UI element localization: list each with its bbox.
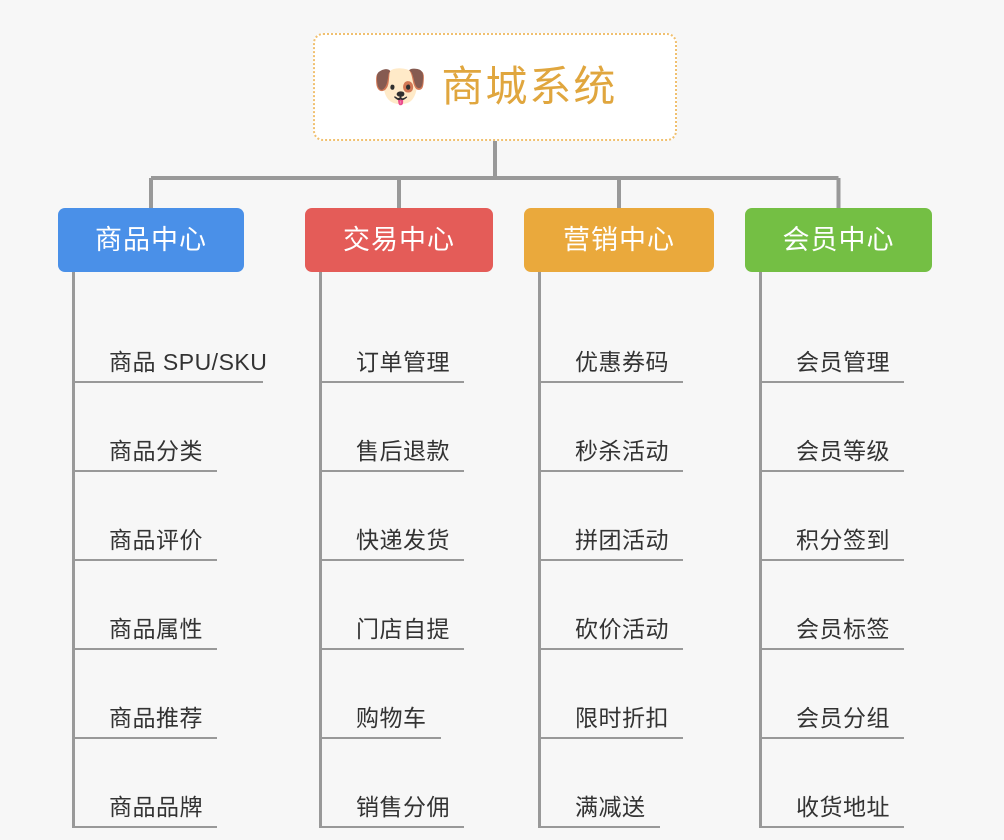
category-box-member-center[interactable]: 会员中心	[745, 208, 932, 272]
list-item[interactable]: 会员等级	[762, 383, 932, 472]
item-underline	[322, 648, 464, 650]
list-item[interactable]: 秒杀活动	[541, 383, 714, 472]
item-label: 会员标签	[796, 616, 890, 642]
item-underline	[322, 470, 464, 472]
list-item[interactable]: 商品推荐	[75, 650, 244, 739]
item-label: 商品推荐	[109, 705, 203, 731]
item-label: 拼团活动	[575, 527, 669, 553]
item-underline	[541, 470, 683, 472]
item-label: 售后退款	[356, 438, 450, 464]
category-box-marketing-center[interactable]: 营销中心	[524, 208, 714, 272]
list-item[interactable]: 购物车	[322, 650, 493, 739]
item-label: 购物车	[356, 705, 427, 731]
item-label: 门店自提	[356, 616, 450, 642]
item-label: 收货地址	[796, 794, 890, 820]
item-underline	[762, 737, 904, 739]
item-underline	[75, 826, 217, 828]
list-item[interactable]: 收货地址	[762, 739, 932, 828]
item-label: 快递发货	[356, 527, 450, 553]
list-item[interactable]: 积分签到	[762, 472, 932, 561]
item-underline	[75, 737, 217, 739]
category-box-product-center[interactable]: 商品中心	[58, 208, 244, 272]
item-label: 限时折扣	[575, 705, 669, 731]
category-box-trade-center[interactable]: 交易中心	[305, 208, 493, 272]
item-label: 秒杀活动	[575, 438, 669, 464]
item-label: 砍价活动	[575, 616, 669, 642]
item-label: 商品分类	[109, 438, 203, 464]
list-item[interactable]: 商品 SPU/SKU	[75, 294, 267, 383]
item-underline	[762, 381, 904, 383]
item-underline	[762, 559, 904, 561]
list-item[interactable]: 会员分组	[762, 650, 932, 739]
column-product-center: 商品中心商品 SPU/SKU 商品分类商品评价商品属性商品推荐商品品牌	[58, 208, 267, 828]
item-underline	[75, 648, 217, 650]
item-label: 积分签到	[796, 527, 890, 553]
item-label: 商品评价	[109, 527, 203, 553]
item-underline	[541, 381, 683, 383]
list-item[interactable]: 商品品牌	[75, 739, 244, 828]
list-item[interactable]: 快递发货	[322, 472, 493, 561]
list-item[interactable]: 商品分类	[75, 383, 244, 472]
item-underline	[322, 826, 464, 828]
list-item[interactable]: 商品评价	[75, 472, 244, 561]
item-label: 销售分佣	[356, 794, 450, 820]
category-label: 会员中心	[782, 224, 895, 255]
list-item[interactable]: 满减送	[541, 739, 714, 828]
item-label: 商品品牌	[109, 794, 203, 820]
item-label: 订单管理	[356, 349, 450, 375]
item-underline	[541, 559, 683, 561]
item-underline	[75, 470, 217, 472]
category-label: 交易中心	[343, 224, 455, 255]
item-underline	[541, 648, 683, 650]
list-item[interactable]: 门店自提	[322, 561, 493, 650]
item-label: 商品属性	[109, 616, 203, 642]
list-item[interactable]: 会员管理	[762, 294, 932, 383]
item-underline	[762, 648, 904, 650]
list-item[interactable]: 售后退款	[322, 383, 493, 472]
item-underline	[322, 737, 441, 739]
item-label: 会员等级	[796, 438, 890, 464]
item-underline	[322, 381, 464, 383]
item-label: 优惠券码	[575, 349, 669, 375]
item-underline	[322, 559, 464, 561]
list-item[interactable]: 砍价活动	[541, 561, 714, 650]
column-marketing-center: 营销中心优惠券码秒杀活动拼团活动砍价活动限时折扣满减送	[524, 208, 714, 828]
item-underline	[541, 737, 683, 739]
root-node[interactable]: 🐶 商城系统	[313, 33, 677, 141]
item-label: 会员分组	[796, 705, 890, 731]
item-label: 满减送	[575, 794, 646, 820]
category-label: 商品中心	[95, 224, 207, 255]
leaf-list-product-center: 商品 SPU/SKU 商品分类商品评价商品属性商品推荐商品品牌	[72, 272, 267, 828]
item-underline	[762, 470, 904, 472]
list-item[interactable]: 商品属性	[75, 561, 244, 650]
list-item[interactable]: 销售分佣	[322, 739, 493, 828]
item-underline	[75, 559, 217, 561]
leaf-list-marketing-center: 优惠券码秒杀活动拼团活动砍价活动限时折扣满减送	[538, 272, 714, 828]
list-item[interactable]: 拼团活动	[541, 472, 714, 561]
list-item[interactable]: 会员标签	[762, 561, 932, 650]
list-item[interactable]: 限时折扣	[541, 650, 714, 739]
column-member-center: 会员中心会员管理会员等级积分签到会员标签会员分组收货地址	[745, 208, 932, 828]
list-item[interactable]: 优惠券码	[541, 294, 714, 383]
item-underline	[541, 826, 660, 828]
item-label: 会员管理	[796, 349, 890, 375]
dog-face-icon: 🐶	[372, 62, 428, 111]
leaf-list-member-center: 会员管理会员等级积分签到会员标签会员分组收货地址	[759, 272, 932, 828]
item-underline	[762, 826, 904, 828]
column-trade-center: 交易中心订单管理售后退款快递发货门店自提购物车销售分佣	[305, 208, 493, 828]
list-item[interactable]: 订单管理	[322, 294, 493, 383]
page-title: 商城系统	[441, 63, 618, 110]
item-label: 商品 SPU/SKU	[109, 349, 268, 375]
category-label: 营销中心	[563, 224, 675, 255]
item-underline	[75, 381, 263, 383]
leaf-list-trade-center: 订单管理售后退款快递发货门店自提购物车销售分佣	[319, 272, 493, 828]
